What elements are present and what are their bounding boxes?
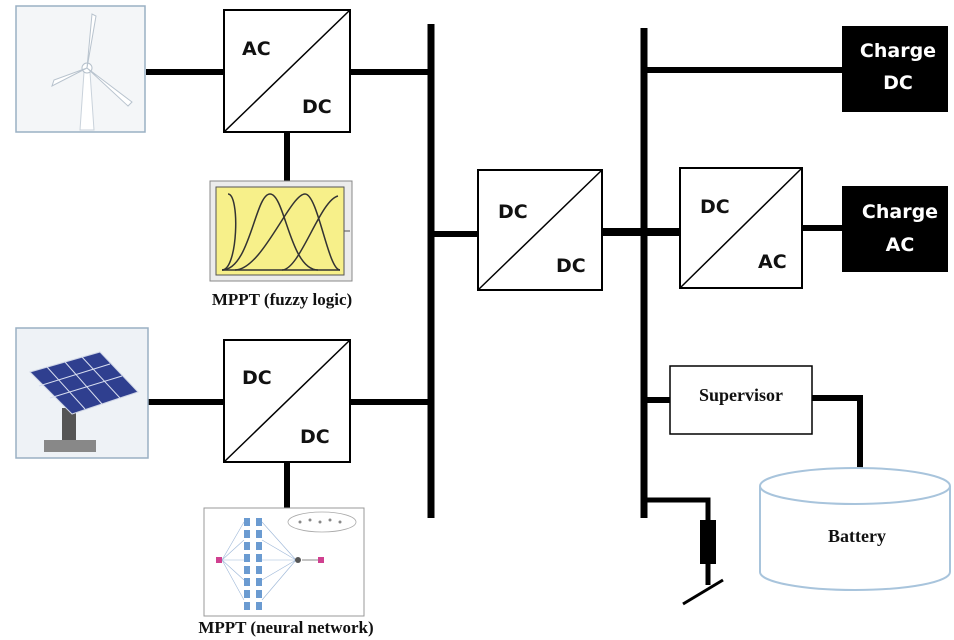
charge-dc-block: Charge DC: [842, 26, 948, 112]
charge-ac-line2: AC: [886, 234, 915, 256]
inverter-bottom-label: AC: [758, 251, 787, 273]
wiring: [146, 24, 863, 606]
battery-label: Battery: [828, 526, 886, 546]
pv-dc-dc-converter-bottom-label: DC: [300, 426, 330, 448]
supervisor-label: Supervisor: [699, 385, 783, 405]
central-converter-top-label: DC: [498, 201, 528, 223]
supervisor-box: Supervisor: [669, 365, 813, 435]
neural-network-graph: [216, 511, 357, 610]
membership-function-curves: [221, 193, 341, 271]
charge-ac-line1: Charge: [862, 201, 938, 223]
fuzzy-mppt-panel: [209, 180, 353, 282]
central-converter-bottom-label: DC: [556, 255, 586, 277]
charge-dc-line1: Charge: [860, 40, 936, 62]
central-dc-dc-converter: DC DC: [477, 169, 603, 291]
ac-dc-converter-top-label: AC: [242, 38, 271, 60]
wind-turbine-image: [15, 5, 146, 133]
charge-ac-block: Charge AC: [842, 186, 948, 272]
neural-mppt-label: MPPT (neural network): [198, 618, 373, 637]
ac-dc-converter-bottom-label: DC: [302, 96, 332, 118]
bus-to-ground-wire: [644, 497, 711, 520]
pv-dc-dc-converter: DC DC: [223, 339, 351, 463]
solar-panel-image: [15, 327, 149, 459]
neural-network-mppt-panel: [203, 507, 365, 617]
battery-cylinder: Battery: [759, 467, 951, 591]
ac-dc-converter: AC DC: [223, 9, 351, 133]
charge-dc-line2: DC: [883, 72, 913, 94]
inverter-top-label: DC: [700, 196, 730, 218]
dc-ac-inverter: DC AC: [679, 167, 803, 289]
pv-dc-dc-converter-top-label: DC: [242, 367, 272, 389]
ground-switch-blade: [682, 578, 724, 606]
ground-resistor: [700, 520, 716, 564]
fuzzy-mppt-label: MPPT (fuzzy logic): [212, 290, 352, 309]
supervisor-to-battery-wire: [812, 395, 863, 472]
